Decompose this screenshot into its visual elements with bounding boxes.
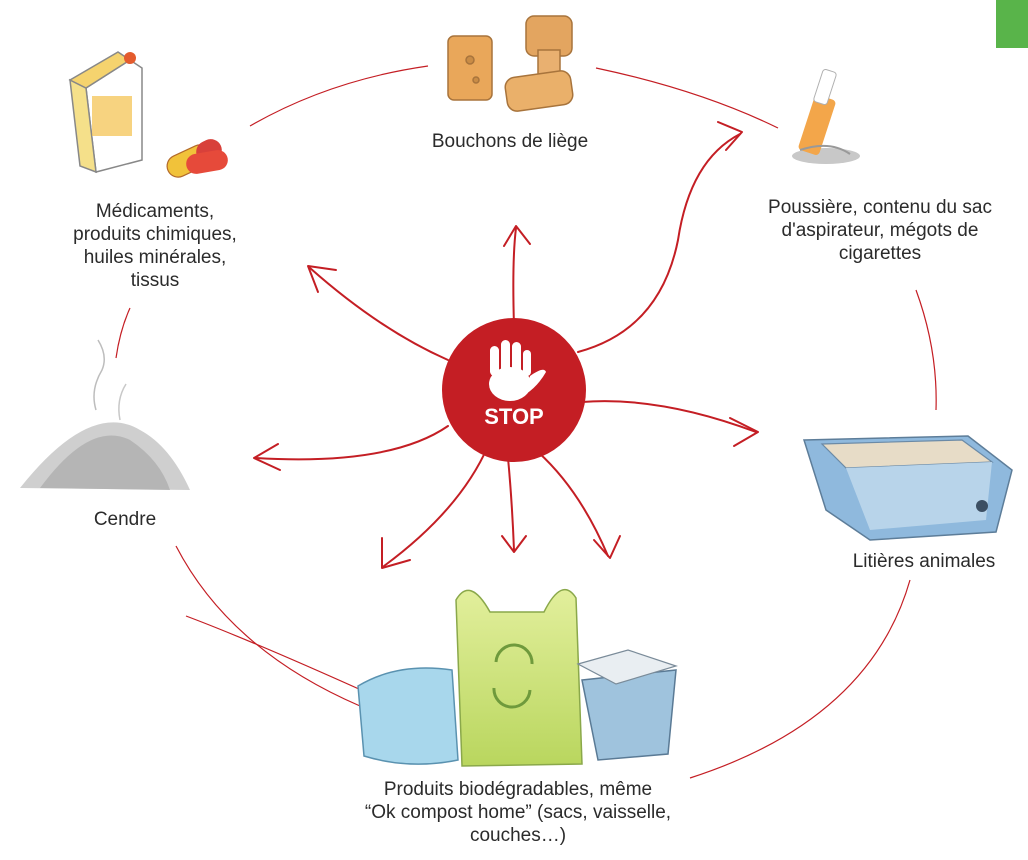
label-animal-litter: Litières animales	[852, 551, 996, 572]
stop-label: STOP	[484, 404, 544, 429]
label-medicines-chemicals: Médicaments, produits chimiques, huiles …	[73, 201, 237, 291]
arrow-to-bio-mid	[507, 457, 515, 551]
hand-icon	[489, 340, 546, 401]
outer-cycle-ring	[115, 65, 937, 779]
arrow-to-bio-mid-head	[501, 535, 527, 553]
arrow-to-ash-head	[253, 443, 281, 471]
arrow-to-litter	[581, 400, 757, 433]
arrow-to-litter-head	[729, 417, 759, 447]
arrow-to-dust-head	[717, 121, 743, 151]
arrow-to-bio-right-head	[593, 535, 621, 559]
green-corner-tab	[996, 0, 1028, 48]
litter-box-illustration	[802, 435, 1013, 541]
arrow-to-bio-left	[383, 445, 489, 567]
arrow-to-meds	[309, 267, 449, 361]
arrow-to-meds-head	[307, 265, 337, 293]
label-ash: Cendre	[93, 509, 157, 530]
label-biodegradable-products: Produits biodégradables, même “Ok compos…	[364, 779, 672, 846]
stop-sign	[442, 318, 586, 462]
cork-stoppers-illustration	[447, 15, 574, 112]
stop-arrows	[253, 121, 759, 569]
arrow-to-cork	[512, 227, 517, 327]
cigarette-butt-illustration	[792, 68, 860, 164]
arrow-to-dust	[577, 133, 741, 353]
arrow-to-cork-head	[503, 225, 531, 247]
arrow-to-ash	[255, 425, 449, 461]
arrow-to-bio-right	[537, 451, 609, 557]
label-dust-vacuum-cigarettes: Poussière, contenu du sac d'aspirateur, …	[768, 197, 992, 264]
arrow-to-bio-left-head	[381, 537, 411, 569]
label-cork-stoppers: Bouchons de liège	[431, 131, 589, 152]
ash-pile-illustration	[20, 339, 190, 490]
bag-diaper-container-illustration	[357, 588, 678, 767]
milk-carton-and-pills-illustration	[68, 51, 228, 178]
